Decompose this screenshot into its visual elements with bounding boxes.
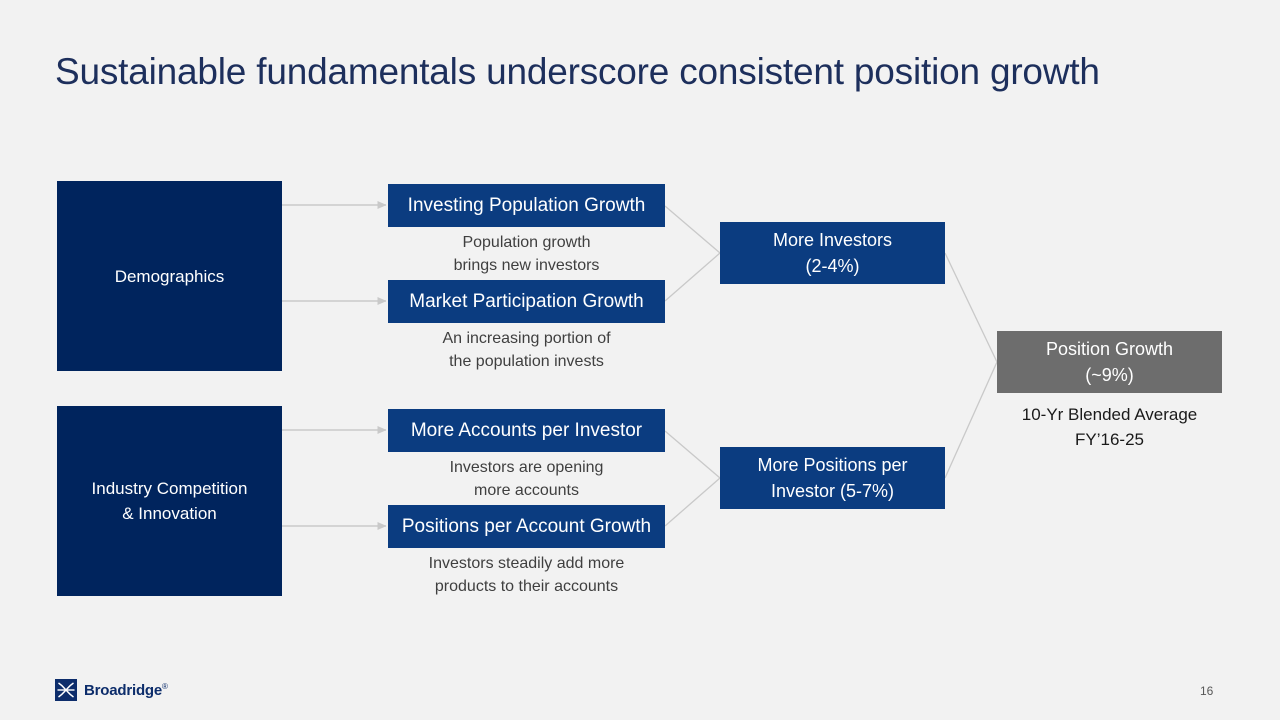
driver-label: Demographics xyxy=(114,266,225,286)
result-label-line1: Position Growth xyxy=(1045,339,1174,359)
caption-line1: An increasing portion of xyxy=(442,330,611,347)
page-title: Sustainable fundamentals underscore cons… xyxy=(55,51,1100,92)
factor-box-more-accounts-per-investor[interactable]: More Accounts per Investor xyxy=(388,409,665,452)
factor-caption-market-participation-growth: An increasing portion of the population … xyxy=(388,327,665,373)
outcome-label-line2: Investor (5-7%) xyxy=(770,481,895,501)
caption-line2: more accounts xyxy=(474,482,579,499)
driver-box-demographics[interactable]: Demographics xyxy=(57,181,282,371)
factor-caption-investing-population-growth: Population growth brings new investors xyxy=(388,231,665,277)
brand-name: Broadridge xyxy=(84,681,163,699)
factor-box-investing-population-growth[interactable]: Investing Population Growth xyxy=(388,184,665,227)
brand-logo: Broadridge® xyxy=(55,679,168,701)
factor-label: More Accounts per Investor xyxy=(410,419,643,441)
factor-label: Investing Population Growth xyxy=(407,194,646,216)
factor-box-market-participation-growth[interactable]: Market Participation Growth xyxy=(388,280,665,323)
caption-line2: the population invests xyxy=(449,353,604,370)
factor-caption-positions-per-account-growth: Investors steadily add more products to … xyxy=(388,552,665,598)
outcome-box-more-investors[interactable]: More Investors (2-4%) xyxy=(720,222,945,284)
page-number: 16 xyxy=(1200,684,1214,698)
caption-line2: brings new investors xyxy=(453,257,600,274)
outcome-label: More Investors (2-4%) xyxy=(773,227,892,279)
driver-box-industry-competition[interactable]: Industry Competition & Innovation xyxy=(57,406,282,596)
outcome-label: More Positions per Investor (5-7%) xyxy=(757,452,907,504)
caption-line2: products to their accounts xyxy=(434,578,619,595)
factor-label: Positions per Account Growth xyxy=(401,515,652,537)
result-caption-line1: 10-Yr Blended Average xyxy=(1021,405,1198,424)
driver-label-line2: & Innovation xyxy=(122,504,217,523)
factor-box-positions-per-account-growth[interactable]: Positions per Account Growth xyxy=(388,505,665,548)
caption-line1: Population growth xyxy=(462,234,591,251)
result-label-line2: (~9%) xyxy=(1085,365,1134,385)
caption-line1: Investors steadily add more xyxy=(428,555,625,572)
result-caption-line2: FY’16-25 xyxy=(1075,430,1144,449)
outcome-box-more-positions-per-investor[interactable]: More Positions per Investor (5-7%) xyxy=(720,447,945,509)
brand-wordmark: Broadridge® xyxy=(84,682,168,699)
outcome-label-line1: More Investors xyxy=(772,230,893,250)
result-caption: 10-Yr Blended Average FY’16-25 xyxy=(997,402,1222,452)
driver-label: Industry Competition & Innovation xyxy=(92,476,248,526)
result-label: Position Growth (~9%) xyxy=(1046,336,1173,388)
result-box-position-growth[interactable]: Position Growth (~9%) xyxy=(997,331,1222,393)
factor-label: Market Participation Growth xyxy=(409,290,644,312)
outcome-label-line1: More Positions per xyxy=(757,455,908,475)
registered-mark: ® xyxy=(162,681,168,691)
driver-label-line1: Industry Competition xyxy=(91,479,248,498)
caption-line1: Investors are opening xyxy=(449,459,604,476)
factor-caption-more-accounts-per-investor: Investors are opening more accounts xyxy=(388,456,665,502)
outcome-label-line2: (2-4%) xyxy=(805,256,860,276)
broadridge-logo-icon xyxy=(55,679,77,701)
